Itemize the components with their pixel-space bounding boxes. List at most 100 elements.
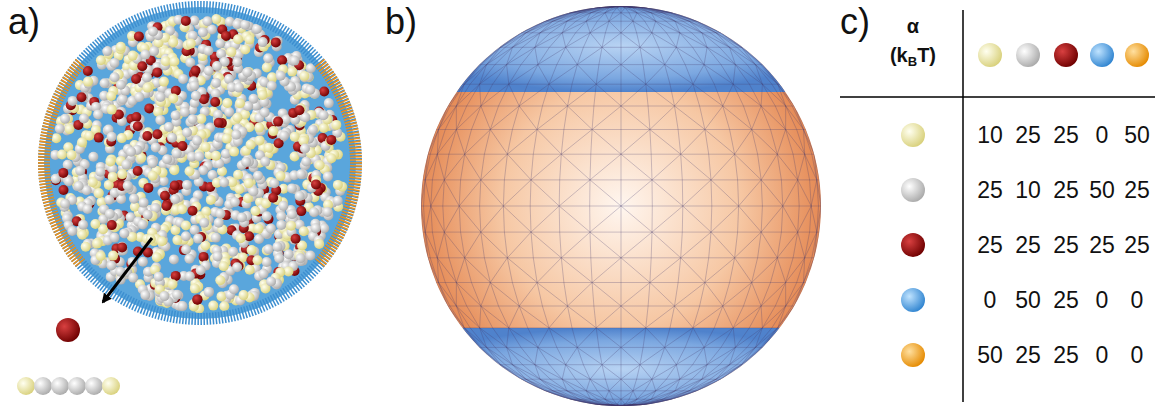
mesh-edge: [538, 347, 550, 364]
bead: [110, 233, 120, 243]
mesh-edge: [752, 258, 758, 283]
mesh-edge: [549, 365, 562, 380]
mesh-edge: [613, 399, 617, 404]
bead: [57, 150, 67, 160]
bead: [241, 157, 251, 167]
bead: [157, 236, 167, 246]
mesh-edge: [670, 306, 675, 328]
bead: [210, 97, 220, 107]
bead: [240, 20, 250, 30]
bead: [94, 189, 104, 199]
bead: [233, 170, 243, 180]
mesh-edge: [762, 306, 775, 328]
bead: [199, 252, 209, 262]
mesh-edge: [605, 399, 617, 404]
mesh-edge: [670, 391, 696, 399]
mesh-edge: [560, 232, 562, 258]
mesh-edge: [680, 365, 707, 380]
mesh-edge: [621, 232, 652, 258]
mesh-edge: [621, 206, 622, 232]
mesh-edge: [425, 232, 437, 258]
mesh-edge: [621, 379, 633, 391]
mesh-edge: [778, 306, 795, 328]
bead: [172, 290, 182, 300]
mesh-edge: [461, 232, 465, 258]
mesh-edge: [681, 258, 705, 283]
mesh-edge: [621, 404, 647, 406]
bead: [188, 114, 198, 124]
mesh-edge: [652, 365, 676, 380]
mesh-edge: [538, 347, 557, 348]
bead: [83, 66, 93, 76]
mesh-edge: [509, 306, 519, 328]
mesh-edge: [444, 232, 464, 258]
mesh-edge: [621, 347, 622, 364]
mesh-edge: [621, 328, 622, 348]
mesh-edge: [562, 379, 586, 391]
bead: [219, 261, 229, 271]
mesh-edge: [609, 404, 621, 406]
mesh-edge: [735, 257, 758, 258]
mesh-edge: [771, 282, 786, 283]
mesh-edge: [577, 328, 596, 348]
mesh-edge: [676, 365, 680, 380]
mesh-edge: [621, 306, 648, 307]
mesh-edge: [733, 328, 735, 348]
bead: [204, 287, 214, 297]
mesh-edge: [537, 258, 561, 283]
bead: [276, 71, 286, 81]
mesh-edge: [481, 232, 485, 258]
bead: [161, 56, 171, 66]
mesh-edge: [652, 379, 656, 391]
bead: [154, 272, 164, 282]
mesh-edge: [681, 232, 683, 258]
mesh-edge: [741, 347, 762, 364]
mesh-edge: [775, 306, 785, 307]
mesh-edge: [761, 328, 778, 348]
bead: [260, 107, 270, 117]
mesh-edge: [640, 365, 652, 380]
bead: [244, 231, 254, 241]
mesh-edge: [721, 347, 735, 348]
mesh-edge: [700, 306, 723, 307]
mesh-edge: [749, 327, 762, 328]
mesh-edge: [633, 379, 652, 391]
mesh-edge: [693, 347, 705, 364]
mesh-edge: [735, 258, 752, 283]
bead: [222, 98, 232, 108]
mesh-edge: [651, 391, 675, 399]
mesh-edge: [568, 306, 594, 307]
mesh-edge: [562, 379, 575, 380]
mesh-edge: [678, 282, 705, 283]
mesh-edge: [564, 282, 592, 283]
bead: [55, 124, 65, 134]
mesh-edge: [685, 347, 704, 348]
mesh-edge: [650, 258, 651, 283]
mesh-edge: [495, 347, 507, 348]
bead: [170, 194, 180, 204]
bead: [305, 85, 315, 95]
bead: [133, 166, 143, 176]
bead: [308, 125, 318, 135]
mesh-edge: [700, 283, 705, 307]
bead: [137, 61, 147, 71]
mesh-edge: [647, 399, 672, 404]
bead: [196, 265, 206, 275]
bead: [224, 107, 234, 117]
bead: [217, 291, 227, 301]
mesh-edge: [609, 404, 621, 406]
bead: [201, 142, 211, 152]
mesh-edge: [705, 258, 709, 283]
mesh-edge: [523, 364, 535, 365]
bead: [326, 153, 336, 163]
mesh-edge: [758, 257, 778, 258]
mesh-edge: [693, 364, 708, 365]
bead: [181, 16, 191, 26]
bead: [287, 67, 297, 77]
mesh-edge: [590, 206, 621, 232]
mesh-edge: [549, 327, 572, 328]
bead: [305, 251, 315, 261]
mesh-edge: [716, 365, 741, 380]
mesh-edge: [425, 232, 432, 233]
mesh-edge: [590, 232, 621, 233]
